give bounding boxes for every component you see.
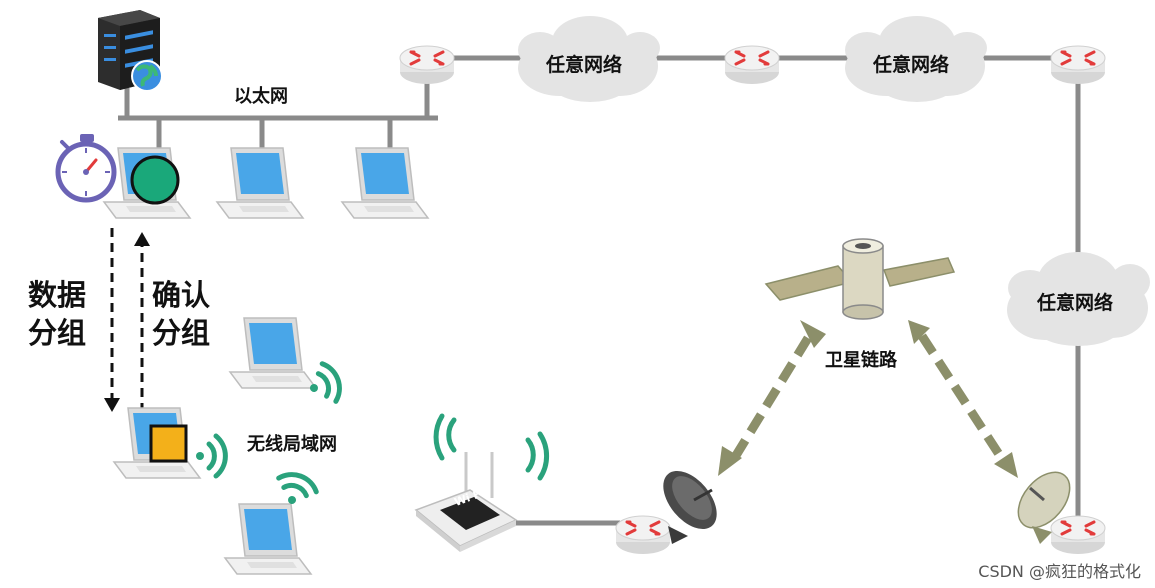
router-bottom-right xyxy=(1049,514,1107,556)
watermark: CSDN @疯狂的格式化 xyxy=(978,562,1141,581)
satellite-link-right-arrow xyxy=(908,320,1018,478)
wlan-label: 无线局域网 xyxy=(247,434,337,455)
cloud-3 xyxy=(1007,252,1150,346)
satellite-dish-left-icon xyxy=(663,470,717,544)
cloud-2-label: 任意网络 xyxy=(873,54,950,76)
stopwatch-icon xyxy=(55,134,117,203)
router-ethernet xyxy=(398,44,456,86)
laptop-wireless-top xyxy=(229,317,317,389)
data-packet-label: 数据 分组 xyxy=(28,276,86,352)
satellite-icon xyxy=(764,238,956,320)
satellite-dish-right-icon xyxy=(1017,471,1071,544)
data-packet-label-line2: 分组 xyxy=(28,316,87,350)
network-links xyxy=(118,55,1081,530)
ack-packet-arrow xyxy=(134,232,150,412)
data-packet-arrow xyxy=(104,228,120,412)
ack-packet-label: 确认 分组 xyxy=(152,276,210,352)
laptop-ethernet-3 xyxy=(341,147,429,219)
wifi-access-point-icon xyxy=(414,413,550,552)
satellite-link-left-arrow xyxy=(718,320,826,476)
data-packet-circle xyxy=(130,155,180,205)
ethernet-label: 以太网 xyxy=(234,86,288,107)
data-packet-label-line1: 数据 xyxy=(28,278,87,312)
cloud-3-label: 任意网络 xyxy=(1037,292,1114,314)
router-middle xyxy=(723,44,781,86)
router-bottom-left xyxy=(614,514,672,556)
ack-packet-square xyxy=(149,424,188,463)
server-icon xyxy=(98,10,163,92)
laptop-wireless-bottom xyxy=(224,503,312,575)
router-top-right xyxy=(1049,44,1107,86)
wireless-wave-left xyxy=(196,436,225,476)
satellite-link-label: 卫星链路 xyxy=(825,350,897,371)
ack-packet-label-line1: 确认 xyxy=(152,278,211,312)
ack-packet-label-line2: 分组 xyxy=(152,316,211,350)
cloud-1 xyxy=(518,16,660,102)
cloud-1-label: 任意网络 xyxy=(546,54,623,76)
cloud-2 xyxy=(845,16,987,102)
laptop-ethernet-2 xyxy=(216,147,304,219)
